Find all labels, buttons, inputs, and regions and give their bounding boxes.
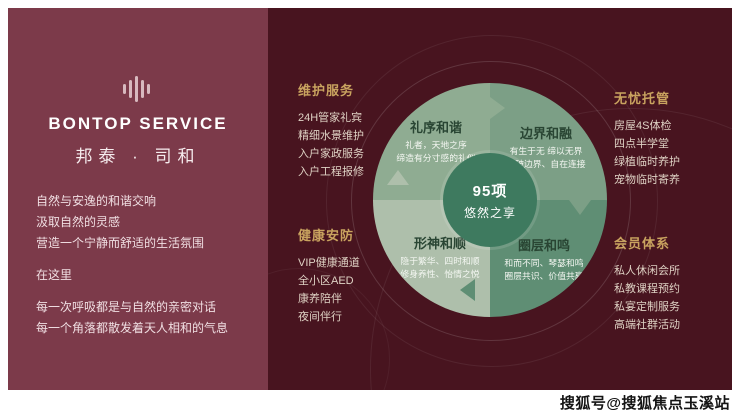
service-item: 入户家政服务 [298, 148, 364, 160]
quadrant-title: 边界和融 [519, 126, 572, 141]
brand-subtitle: 邦泰 · 司和 [75, 147, 201, 166]
poster-frame: BONTOP SERVICE 邦泰 · 司和 自然与安逸的和谐交响 汲取自然的灵… [8, 8, 732, 390]
poem-line: 每一次呼吸都是与自然的亲密对话 [36, 300, 217, 314]
quadrant-text-etiquette: 礼序和谐 礼者，天地之序 缔造有分寸感的礼仪 [383, 117, 489, 166]
wheel-outer-ring [351, 61, 631, 341]
quadrant-title: 礼序和谐 [409, 120, 462, 135]
hub-count: 95项 [472, 182, 508, 200]
quadrant-line: 修身养性、怡情之悦 [400, 269, 480, 280]
service-item: 四点半学堂 [614, 138, 669, 150]
service-wheel-diagram: 礼序和谐 礼者，天地之序 缔造有分寸感的礼仪 边界和融 有生于无 缔以无界 打破… [351, 61, 631, 341]
poem-line: 汲取自然的灵感 [36, 215, 121, 229]
service-item: 宠物临时寄养 [614, 174, 680, 186]
service-block-title: 无忧托管 [614, 91, 671, 106]
service-item: 私宴定制服务 [614, 301, 680, 313]
service-item: 绿植临时养护 [614, 156, 680, 168]
quadrant-title: 圈层和鸣 [517, 238, 570, 253]
pinwheel-arrow [569, 200, 591, 215]
service-item: 康养陪伴 [298, 293, 342, 305]
quadrant-text-community: 圈层和鸣 和而不同、琴瑟和鸣 圈层共识、价值共赢 [491, 235, 597, 284]
quadrant-line: 礼者，天地之序 [405, 140, 467, 151]
service-item: 房屋4S体检 [614, 120, 672, 132]
pinwheel-arrow [387, 170, 409, 185]
service-block-title: 维护服务 [298, 83, 355, 98]
service-block-membership: 会员体系 私人休闲会所 私教课程预约 私宴定制服务 高端社群活动 [614, 233, 718, 334]
quadrant-line: 圈层共识、价值共赢 [504, 271, 584, 282]
service-block-health-security: 健康安防 VIP健康通道 全小区AED 康养陪伴 夜间伴行 [298, 225, 416, 326]
poem-line: 在这里 [36, 268, 73, 282]
services-panel: 维护服务 24H管家礼宾 精细水景维护 入户家政服务 入户工程报修 健康安防 V… [268, 8, 732, 390]
service-item: 夜间伴行 [298, 311, 342, 323]
left-brand-panel: BONTOP SERVICE 邦泰 · 司和 自然与安逸的和谐交响 汲取自然的灵… [8, 8, 268, 390]
service-item: 私教课程预约 [614, 283, 680, 295]
watermark-text: 搜狐号@搜狐焦点玉溪站 [559, 395, 730, 412]
service-column-left: 维护服务 24H管家礼宾 精细水景维护 入户家政服务 入户工程报修 健康安防 V… [298, 80, 416, 326]
quadrant-line: 和而不同、琴瑟和鸣 [504, 258, 584, 269]
poem-group-1: 自然与安逸的和谐交响 汲取自然的灵感 营造一个宁静而舒适的生活氛围 [36, 191, 268, 254]
quadrant-line: 缔造有分寸感的礼仪 [396, 153, 476, 164]
wheel-hub: 95项 悠然之享 [443, 153, 537, 247]
service-item: 高端社群活动 [614, 319, 680, 331]
quadrant-line: 隐于繁华、四时和顺 [400, 256, 480, 267]
brand-poem: 自然与安逸的和谐交响 汲取自然的灵感 营造一个宁静而舒适的生活氛围 在这里 每一… [36, 191, 268, 339]
service-item: 24H管家礼宾 [298, 112, 363, 124]
wheel: 礼序和谐 礼者，天地之序 缔造有分寸感的礼仪 边界和融 有生于无 缔以无界 打破… [373, 83, 607, 317]
service-block-title: 健康安防 [298, 228, 355, 243]
service-item: 全小区AED [298, 275, 354, 287]
quadrant-title: 形神和顺 [413, 236, 466, 251]
soundwave-logo-icon [123, 76, 150, 102]
service-column-right: 无忧托管 房屋4S体检 四点半学堂 绿植临时养护 宠物临时寄养 会员体系 私人休… [614, 88, 718, 334]
quadrant-text-body-mind: 形神和顺 隐于繁华、四时和顺 修身养性、怡情之悦 [387, 233, 493, 282]
poem-line: 每一个角落都散发着天人相和的气息 [36, 321, 229, 335]
hub-caption: 悠然之享 [463, 205, 516, 220]
service-item: 私人休闲会所 [614, 265, 680, 277]
poem-line: 自然与安逸的和谐交响 [36, 194, 157, 208]
quadrant-text-boundary: 边界和融 有生于无 缔以无界 打破边界、自在连接 [493, 123, 599, 172]
service-block-title: 会员体系 [614, 236, 671, 251]
quadrant-line: 打破边界、自在连接 [506, 159, 586, 170]
service-block-maintenance: 维护服务 24H管家礼宾 精细水景维护 入户家政服务 入户工程报修 [298, 80, 416, 181]
service-block-trusteeship: 无忧托管 房屋4S体检 四点半学堂 绿植临时养护 宠物临时寄养 [614, 88, 718, 189]
quadrant-line: 有生于无 缔以无界 [509, 146, 583, 157]
service-item: 精细水景维护 [298, 130, 364, 142]
pinwheel-arrow [460, 279, 475, 301]
brand-title: BONTOP SERVICE [48, 114, 228, 133]
poem-group-3: 每一次呼吸都是与自然的亲密对话 每一个角落都散发着天人相和的气息 [36, 297, 268, 339]
poem-group-2: 在这里 [36, 265, 268, 286]
pinwheel-arrow [490, 97, 505, 119]
service-item: VIP健康通道 [298, 257, 360, 269]
poem-line: 营造一个宁静而舒适的生活氛围 [36, 236, 205, 250]
service-item: 入户工程报修 [298, 166, 364, 178]
